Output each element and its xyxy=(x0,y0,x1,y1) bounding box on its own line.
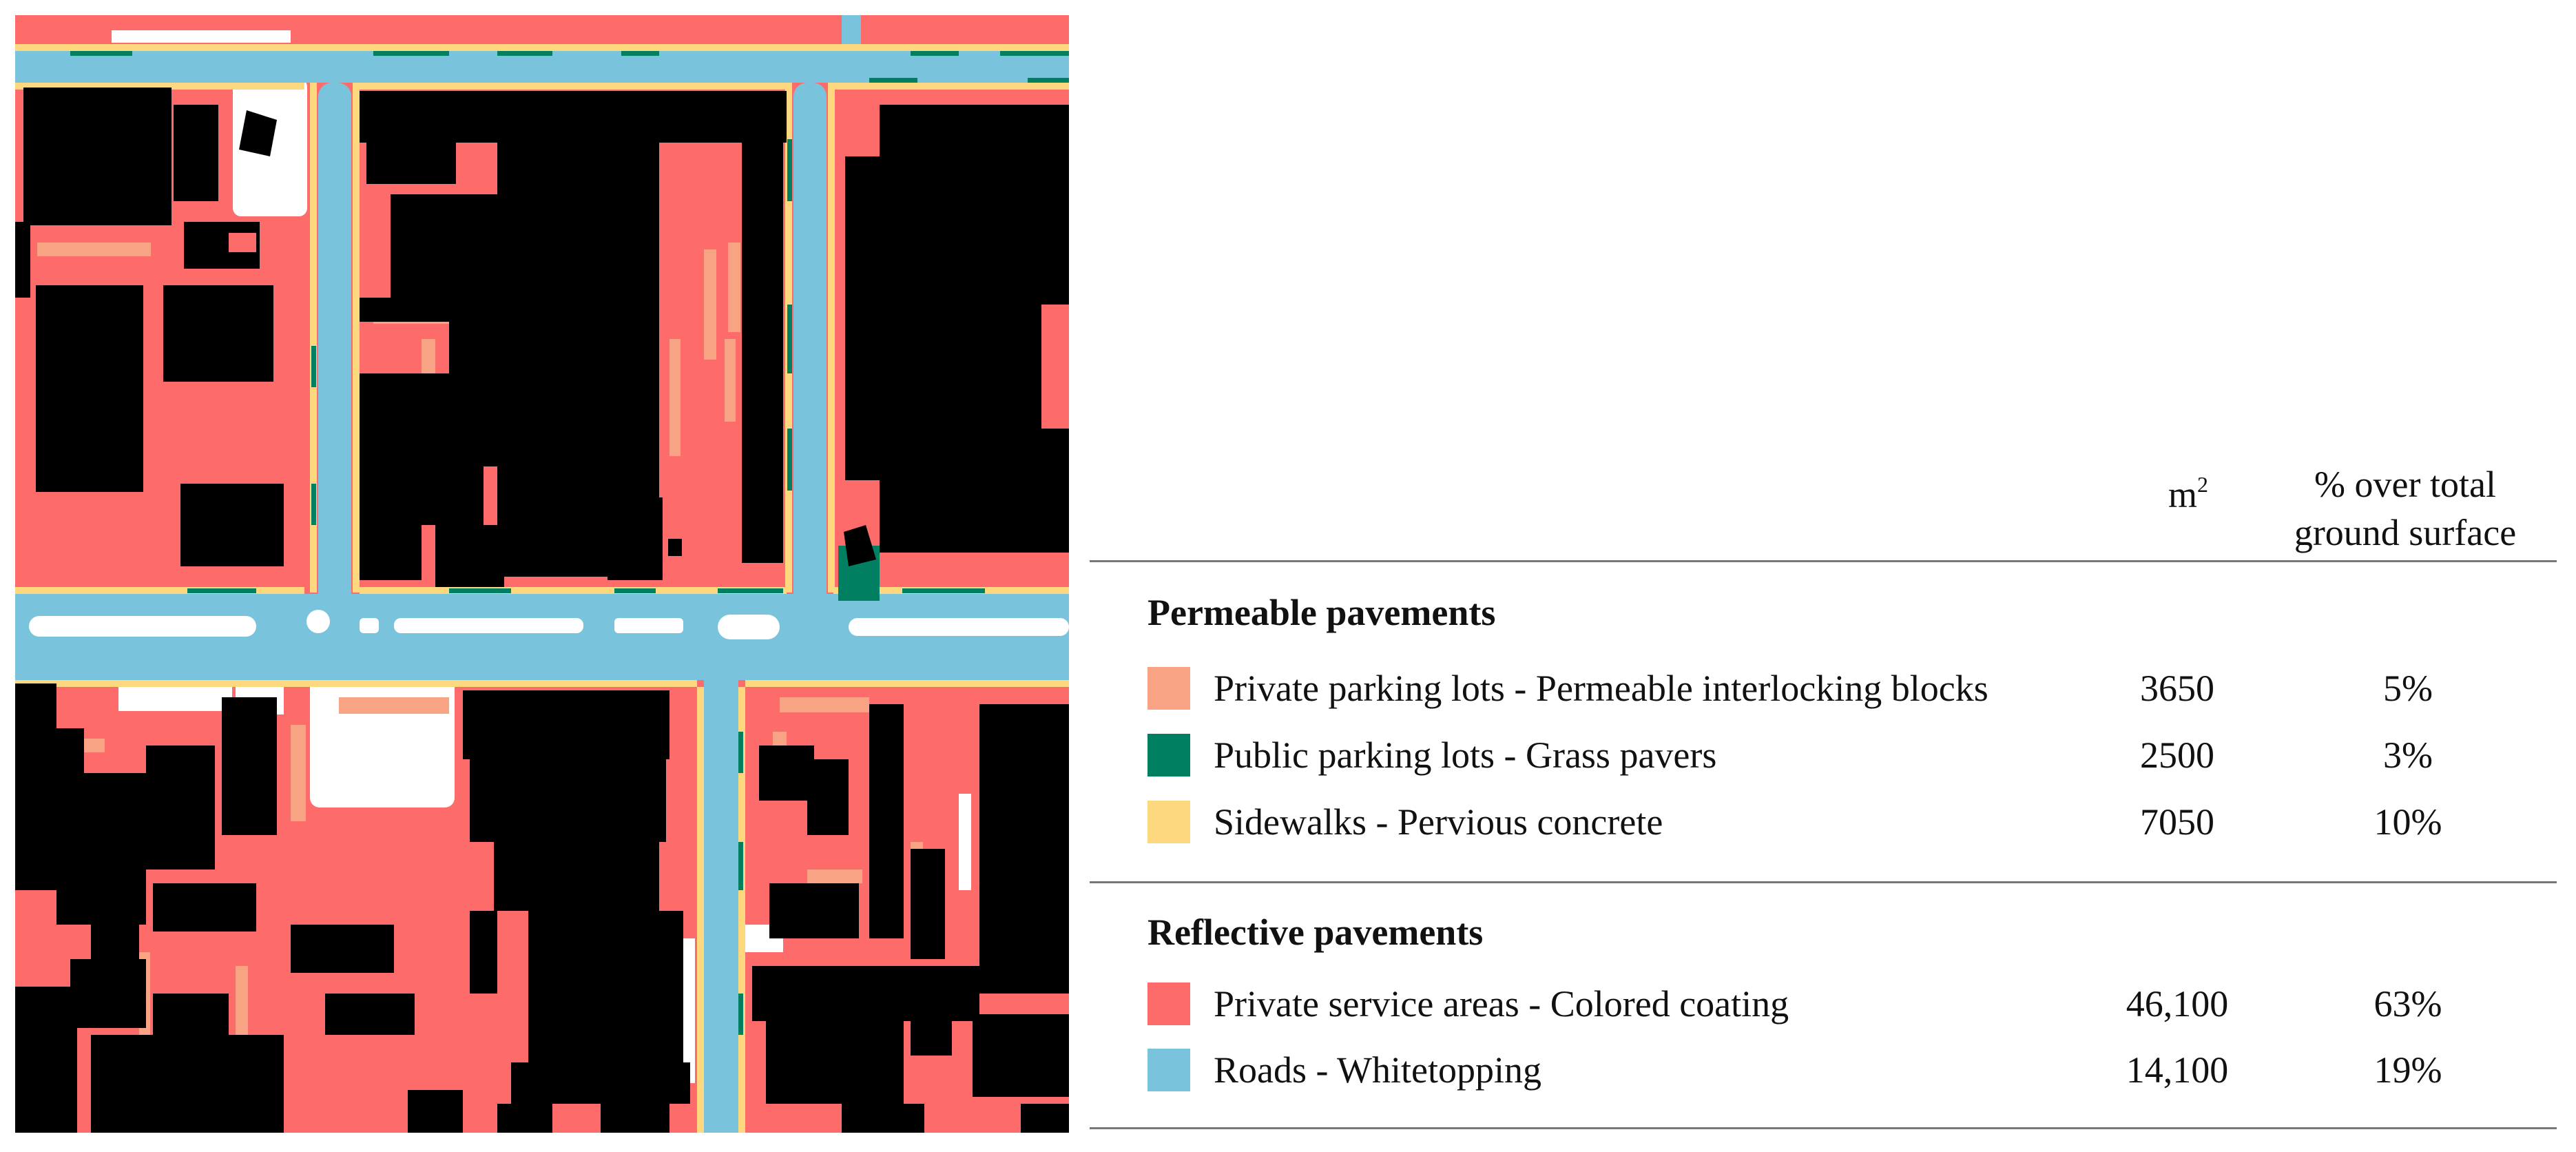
table-rule xyxy=(1090,881,2557,883)
pavement-table: m2 % over total ground surface Permeable… xyxy=(1090,0,2557,1152)
group-title-permeable: Permeable pavements xyxy=(1147,592,1496,633)
row-label: Private service areas - Colored coating xyxy=(1214,983,1789,1025)
legend-swatch-public-parking xyxy=(1147,734,1190,776)
legend-swatch-private-parking xyxy=(1147,667,1190,710)
table-row: Private service areas - Colored coating … xyxy=(1147,981,2553,1029)
table-row: Sidewalks - Pervious concrete 7050 10% xyxy=(1147,799,2553,847)
table-rule xyxy=(1090,1127,2557,1129)
map-roads xyxy=(15,15,1069,1133)
map-road-islands xyxy=(29,610,1069,639)
row-label: Public parking lots - Grass pavers xyxy=(1214,734,1717,776)
row-percent: 10% xyxy=(2374,801,2442,843)
legend-swatch-sidewalks xyxy=(1147,801,1190,843)
row-area: 2500 xyxy=(2140,734,2214,776)
map-buildings xyxy=(15,88,1069,1133)
row-area: 7050 xyxy=(2140,801,2214,843)
row-area: 14,100 xyxy=(2126,1049,2229,1091)
row-percent: 19% xyxy=(2374,1049,2442,1091)
row-label: Private parking lots - Permeable interlo… xyxy=(1214,668,1988,709)
pavement-map xyxy=(15,15,1069,1133)
table-row: Roads - Whitetopping 14,100 19% xyxy=(1147,1047,2553,1096)
legend-swatch-private-service xyxy=(1147,983,1190,1025)
group-title-reflective: Reflective pavements xyxy=(1147,912,1484,953)
row-percent: 5% xyxy=(2383,668,2433,709)
row-label: Roads - Whitetopping xyxy=(1214,1049,1541,1091)
row-area: 46,100 xyxy=(2126,983,2229,1025)
row-percent: 63% xyxy=(2374,983,2442,1025)
header-area-m2: m2 xyxy=(2168,472,2208,515)
legend-swatch-roads xyxy=(1147,1049,1190,1091)
table-rule xyxy=(1090,560,2557,562)
header-percent: % over total ground surface xyxy=(2294,464,2517,553)
row-label: Sidewalks - Pervious concrete xyxy=(1214,801,1663,843)
table-row: Public parking lots - Grass pavers 2500 … xyxy=(1147,732,2553,781)
table-row: Private parking lots - Permeable interlo… xyxy=(1147,666,2553,714)
row-percent: 3% xyxy=(2383,734,2433,776)
row-area: 3650 xyxy=(2140,668,2214,709)
